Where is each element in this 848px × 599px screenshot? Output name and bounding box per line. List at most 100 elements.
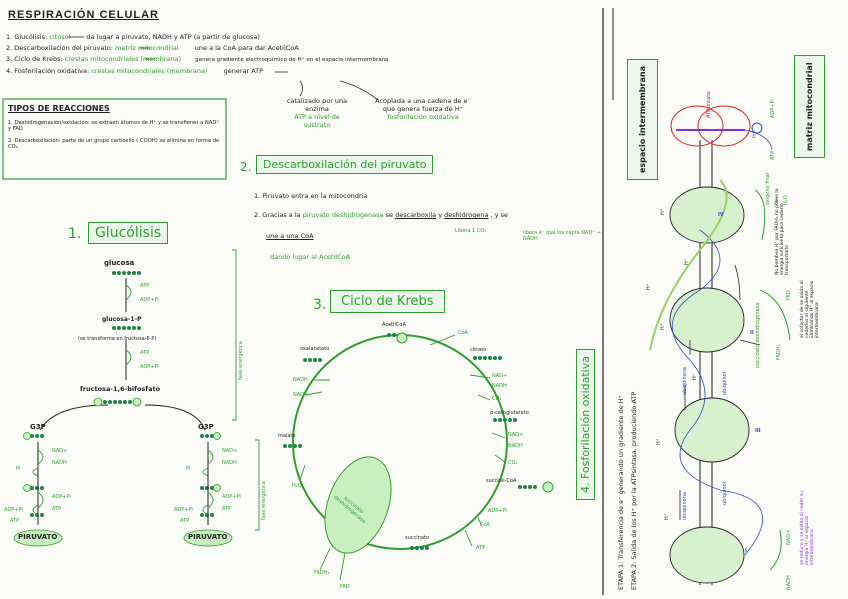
h2o-label: H₂O bbox=[292, 483, 302, 489]
fadh-note: No bombea H⁺ por FADH₂ no posee la energ… bbox=[775, 188, 790, 275]
stage2-text: ETAPA 2: Salida de los H⁺ por la ATPsint… bbox=[630, 391, 638, 590]
decarbox-descarb: descarboxila bbox=[395, 211, 437, 219]
atp-left-green: ATP a nivel de sustrato bbox=[294, 113, 340, 129]
atp-label: ATP bbox=[52, 506, 62, 512]
adp-label: ADP+Pi bbox=[140, 297, 159, 303]
ubiquinol-label: ubiquinol bbox=[722, 481, 728, 505]
overview-location: matriz mitocondrial bbox=[115, 44, 179, 52]
nad-label: NAD+ bbox=[293, 392, 309, 398]
h-label: H⁺ bbox=[664, 513, 670, 520]
glucose-label: glucosa bbox=[104, 259, 135, 267]
complex2-label: succinato deshidrogenasa bbox=[755, 302, 761, 368]
reactions-title: TIPOS DE REACCIONES bbox=[8, 104, 110, 113]
stage1-text: ETAPA 1: Transferencia de e⁻ generando u… bbox=[617, 394, 625, 590]
reaction-item: 2. Descarboxilación: parte de un grupo c… bbox=[8, 138, 220, 150]
h-label: H⁺ bbox=[646, 283, 652, 290]
complex-label: II bbox=[750, 330, 754, 336]
atp-oxidative-note: Acoplada a una cadena de e⁻ que genera f… bbox=[368, 97, 478, 121]
overview-location: citosol bbox=[49, 33, 71, 41]
atp-label: ATP bbox=[140, 350, 150, 356]
overview-item: 2. Descarboxilación del piruvato: matriz… bbox=[6, 44, 299, 52]
adp-label: ADP+Pi bbox=[52, 494, 71, 500]
g1p-label: glucosa-1-P bbox=[102, 316, 142, 323]
atp-label: ATP bbox=[140, 283, 150, 289]
adp-label: ADP+Pi bbox=[770, 99, 776, 118]
atp-label: ATP bbox=[222, 506, 232, 512]
atp-label: ATP bbox=[10, 518, 20, 524]
adp-label: ADP+Pi bbox=[174, 507, 193, 513]
h-label: H⁺ bbox=[660, 208, 666, 215]
atp-label: ATP bbox=[770, 150, 776, 160]
atp-label: ATP bbox=[476, 545, 486, 551]
nad-label: NAD+ bbox=[492, 373, 508, 379]
adp-label: ADP+Pi bbox=[140, 364, 159, 370]
overview-location: crestas mitocondriales (membrana) bbox=[91, 67, 208, 75]
complex-label: I bbox=[745, 548, 747, 554]
nadh-label: NADH bbox=[52, 460, 67, 466]
nad-label: NAD+ bbox=[786, 529, 792, 545]
glycolysis-heading-num: 1. bbox=[68, 226, 82, 242]
matrix-label: matriz mitocondrial bbox=[794, 55, 825, 158]
overview-location: crestas mitocondriales (membrana) bbox=[64, 55, 182, 63]
overview-num: 2. bbox=[6, 44, 13, 52]
overview-item: 4. Fosforilación oxidativa: crestas mito… bbox=[6, 67, 263, 75]
decarbox-heading: Descarboxilación del piruvato bbox=[256, 155, 434, 174]
oxphos-heading: 4. Fosforilación oxidativa bbox=[576, 349, 595, 500]
co2-note: Libera 1 CO₂ bbox=[455, 228, 487, 234]
adp-label: ADP+Pi bbox=[4, 507, 23, 513]
fadh2-label: FADH₂ bbox=[314, 570, 330, 576]
atpsynthase-label: ATPsintasa bbox=[706, 91, 712, 118]
fad-label: FAD bbox=[340, 584, 350, 590]
nad-label: NAD+ bbox=[508, 432, 524, 438]
nadh-label: NADH bbox=[508, 443, 523, 449]
phase-label: fase energética bbox=[238, 341, 244, 380]
decarbox-step2: 2. Gracias a la piruvato deshidrogenasa … bbox=[254, 211, 508, 219]
complex-label: IV bbox=[718, 212, 724, 218]
fad-label: FAD bbox=[786, 290, 792, 300]
nadh-label: NADH bbox=[222, 460, 237, 466]
pi-label: Pi bbox=[16, 466, 21, 472]
fructose-label: fructosa-1,6-bifosfato bbox=[80, 385, 161, 393]
ubiquinol-label: ubiquinol bbox=[722, 371, 728, 395]
h-label: H⁺ bbox=[660, 323, 666, 330]
overview-name: Glucólisis: bbox=[14, 33, 48, 41]
h-note: libera e⁻ que los capta NAD⁺ → NADH bbox=[523, 230, 601, 242]
malate-label: malato bbox=[278, 433, 296, 439]
fadh2-label: FADH₂ bbox=[776, 344, 782, 360]
atp-left-text: catalizado por una enzima bbox=[286, 97, 348, 113]
overview-name: Fosforilación oxidativa: bbox=[14, 67, 90, 75]
g1p-note: (se transforma en fructosa-6-P) bbox=[78, 336, 157, 342]
reaction-item: 1. Deshidrogenación/oxidación: se extrae… bbox=[8, 120, 220, 132]
reactions-panel: TIPOS DE REACCIONES 1. Deshidrogenación/… bbox=[8, 104, 222, 150]
alpha-label: α-cetoglutarato bbox=[490, 410, 529, 416]
adp-label: ADP+Pi bbox=[222, 494, 241, 500]
h-label: H⁺ bbox=[692, 373, 698, 380]
krebs-cycle-drawing bbox=[283, 332, 554, 581]
pyruvate-right: PIRUVATO bbox=[188, 533, 228, 541]
decarbox-and: y bbox=[438, 211, 443, 219]
g3p-right: G3P bbox=[198, 423, 214, 431]
pyruvate-left: PIRUVATO bbox=[18, 533, 58, 541]
atp-right-text: Acoplada a una cadena de e⁻ que genera f… bbox=[375, 97, 471, 113]
succcoa-label: succinil-CoA bbox=[486, 478, 517, 484]
pi-label: Pi bbox=[186, 466, 191, 472]
nadh-label: NADH bbox=[293, 377, 308, 383]
acetylcoa-label: AcetilCoA bbox=[382, 322, 406, 328]
krebs-heading: Ciclo de Krebs bbox=[330, 290, 445, 313]
coa-label: CoA bbox=[458, 330, 468, 336]
oxphos-heading-num: 4. bbox=[579, 482, 592, 494]
co2-label: CO₂ bbox=[508, 460, 518, 466]
nadh-label: NADH bbox=[492, 383, 507, 389]
decarbox-enzyme: piruvato deshidrogenasa bbox=[302, 211, 384, 219]
overview-num: 3. bbox=[6, 55, 13, 63]
overview-item: 1. Glucólisis: citosol da lugar a piruva… bbox=[6, 33, 260, 41]
reactions-box bbox=[2, 98, 227, 180]
complex2-note: el cofactor de se oxida al cederlos al s… bbox=[800, 280, 820, 338]
decarbox-step2-text: 2. Gracias a la bbox=[254, 211, 301, 219]
overview-name: Ciclo de Krebs: bbox=[14, 55, 63, 63]
overview-desc: genera gradiente electroquímico de H⁺ en… bbox=[195, 57, 389, 63]
overview-num: 1. bbox=[6, 33, 13, 41]
decarbox-step1: 1. Piruvato entra en la mitocondria bbox=[254, 192, 368, 200]
coa-label: CoA bbox=[480, 522, 490, 528]
